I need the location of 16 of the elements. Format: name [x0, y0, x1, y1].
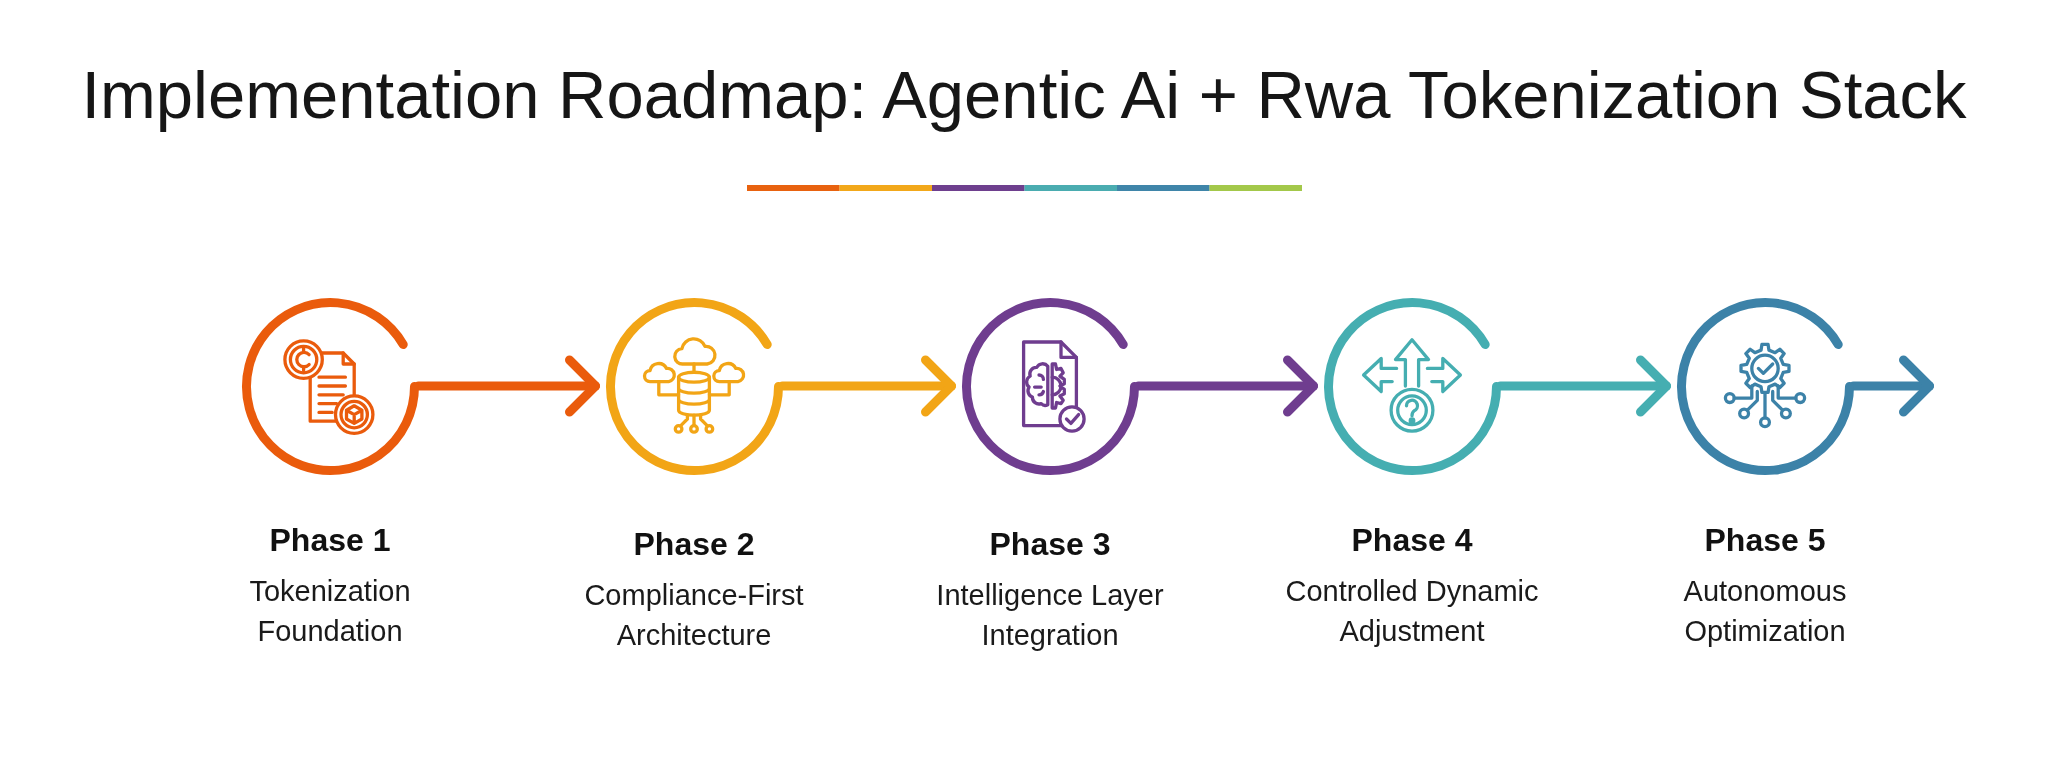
title: Implementation Roadmap: Agentic Ai + Rwa Tokenization Stack — [81, 60, 1967, 130]
phase-heading: Phase 4 — [1351, 520, 1473, 559]
phase-heading: Phase 5 — [1704, 520, 1826, 559]
phase-heading: Phase 1 — [269, 520, 391, 559]
arrow — [414, 355, 600, 417]
arrow — [1496, 355, 1671, 417]
phase-description: Autonomous Optimization — [1682, 573, 1848, 649]
arrow — [1134, 355, 1318, 417]
phase-description: Compliance-First Architecture — [583, 577, 805, 653]
phase-heading: Phase 2 — [633, 524, 755, 563]
phase-description: Intelligence Layer Integration — [935, 577, 1165, 653]
phase-heading: Phase 3 — [989, 524, 1111, 563]
phase-description: Controlled Dynamic Adjustment — [1284, 573, 1540, 649]
arrow — [1849, 355, 1934, 417]
arrow — [778, 355, 956, 417]
phase-description: Tokenization Foundation — [248, 573, 412, 649]
